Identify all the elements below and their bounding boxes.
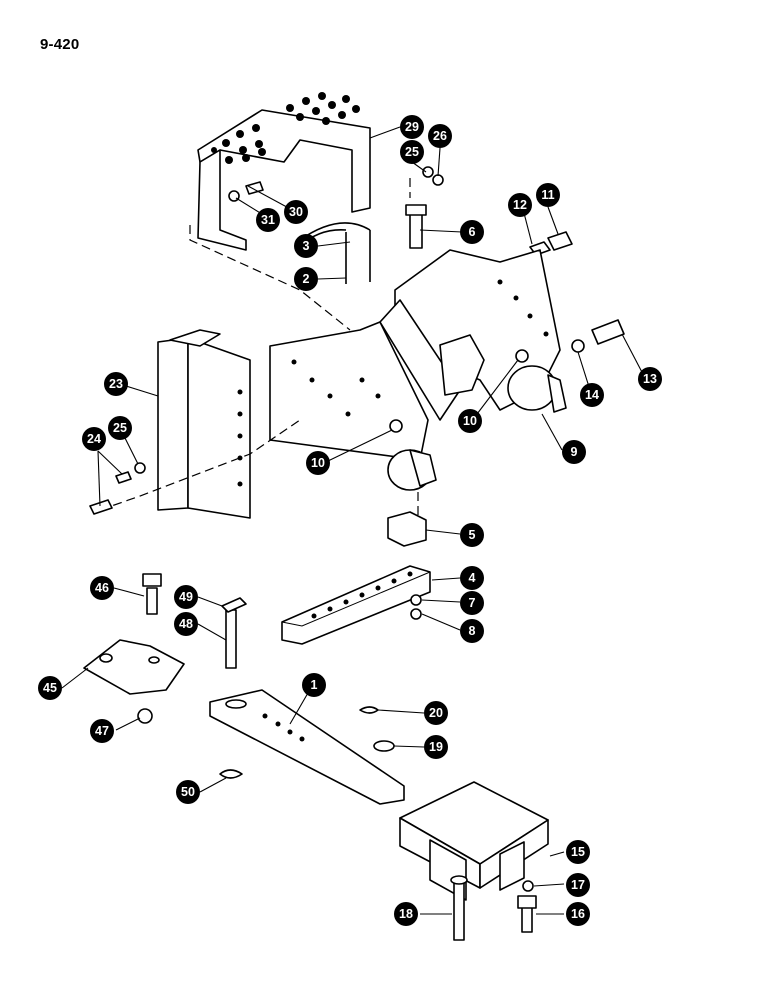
callout-10-right: 10 bbox=[458, 409, 482, 433]
callout-6: 6 bbox=[460, 220, 484, 244]
svg-text:25: 25 bbox=[113, 421, 127, 435]
svg-text:17: 17 bbox=[571, 878, 585, 892]
svg-text:13: 13 bbox=[643, 372, 657, 386]
callout-5: 5 bbox=[460, 523, 484, 547]
callout-11: 11 bbox=[536, 183, 560, 207]
svg-text:10: 10 bbox=[311, 456, 325, 470]
svg-text:11: 11 bbox=[541, 188, 554, 202]
svg-text:8: 8 bbox=[469, 624, 476, 638]
svg-text:48: 48 bbox=[179, 617, 193, 631]
callout-8: 8 bbox=[460, 619, 484, 643]
svg-text:24: 24 bbox=[87, 432, 101, 446]
callout-25-left: 25 bbox=[108, 416, 132, 440]
callout-14: 14 bbox=[580, 383, 604, 407]
svg-text:16: 16 bbox=[571, 907, 585, 921]
callout-20: 20 bbox=[424, 701, 448, 725]
svg-text:9: 9 bbox=[571, 445, 578, 459]
callout-9: 9 bbox=[562, 440, 586, 464]
svg-text:45: 45 bbox=[43, 681, 57, 695]
svg-text:18: 18 bbox=[399, 907, 413, 921]
callout-24: 24 bbox=[82, 427, 106, 451]
svg-text:23: 23 bbox=[109, 377, 123, 391]
svg-text:49: 49 bbox=[179, 590, 193, 604]
callout-26: 26 bbox=[428, 124, 452, 148]
channel-bracket-part bbox=[157, 329, 251, 519]
svg-text:4: 4 bbox=[469, 571, 476, 585]
svg-text:1: 1 bbox=[311, 678, 318, 692]
callout-13: 13 bbox=[638, 367, 662, 391]
svg-text:7: 7 bbox=[469, 596, 476, 610]
drilled-bar-part bbox=[281, 565, 431, 645]
callout-48: 48 bbox=[174, 612, 198, 636]
svg-text:10: 10 bbox=[463, 414, 477, 428]
callout-45: 45 bbox=[38, 676, 62, 700]
svg-text:12: 12 bbox=[513, 198, 527, 212]
callout-29: 29 bbox=[400, 115, 424, 139]
svg-text:14: 14 bbox=[585, 388, 599, 402]
svg-text:6: 6 bbox=[469, 225, 476, 239]
svg-text:15: 15 bbox=[571, 845, 585, 859]
callout-31: 31 bbox=[256, 208, 280, 232]
callout-46: 46 bbox=[90, 576, 114, 600]
callout-1: 1 bbox=[302, 673, 326, 697]
drawbar-frame-part bbox=[269, 249, 567, 491]
callout-12: 12 bbox=[508, 193, 532, 217]
callout-50: 50 bbox=[176, 780, 200, 804]
svg-text:5: 5 bbox=[469, 528, 476, 542]
callout-2: 2 bbox=[294, 267, 318, 291]
callout-30: 30 bbox=[284, 200, 308, 224]
svg-text:29: 29 bbox=[405, 120, 419, 134]
page-number-label: 9-420 bbox=[40, 36, 80, 53]
drawbar-part bbox=[209, 689, 405, 805]
callout-18: 18 bbox=[394, 902, 418, 926]
callout-25: 25 bbox=[400, 140, 424, 164]
svg-text:31: 31 bbox=[261, 213, 275, 227]
svg-text:50: 50 bbox=[181, 785, 195, 799]
svg-text:47: 47 bbox=[95, 724, 109, 738]
callout-23: 23 bbox=[104, 372, 128, 396]
callout-17: 17 bbox=[566, 873, 590, 897]
svg-text:2: 2 bbox=[303, 272, 310, 286]
callout-19: 19 bbox=[424, 735, 448, 759]
clevis-part bbox=[83, 639, 185, 695]
fastener-group-top bbox=[228, 166, 625, 353]
callout-4: 4 bbox=[460, 566, 484, 590]
callout-15: 15 bbox=[566, 840, 590, 864]
svg-text:20: 20 bbox=[429, 706, 443, 720]
callout-10-left: 10 bbox=[306, 451, 330, 475]
svg-text:19: 19 bbox=[429, 740, 443, 754]
shield-part bbox=[197, 92, 371, 251]
svg-text:30: 30 bbox=[289, 205, 303, 219]
svg-text:26: 26 bbox=[433, 129, 447, 143]
callout-16: 16 bbox=[566, 902, 590, 926]
svg-text:3: 3 bbox=[303, 239, 310, 253]
svg-text:46: 46 bbox=[95, 581, 109, 595]
svg-text:25: 25 bbox=[405, 145, 419, 159]
callout-3: 3 bbox=[294, 234, 318, 258]
callout-47: 47 bbox=[90, 719, 114, 743]
callout-7: 7 bbox=[460, 591, 484, 615]
callout-49: 49 bbox=[174, 585, 198, 609]
